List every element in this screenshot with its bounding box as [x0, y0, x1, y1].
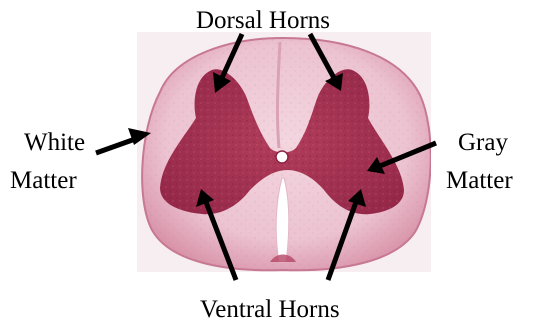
- label-gray-matter-line1: Gray: [458, 129, 508, 156]
- label-white-matter-line2: Matter: [10, 167, 77, 194]
- central-canal: [276, 151, 288, 163]
- label-gray-matter-line2: Matter: [446, 167, 513, 194]
- spinal-cord-micrograph: [137, 32, 431, 272]
- label-ventral-horns: Ventral Horns: [200, 296, 340, 323]
- label-dorsal-horns: Dorsal Horns: [196, 7, 330, 34]
- label-white-matter-line1: White: [24, 129, 85, 156]
